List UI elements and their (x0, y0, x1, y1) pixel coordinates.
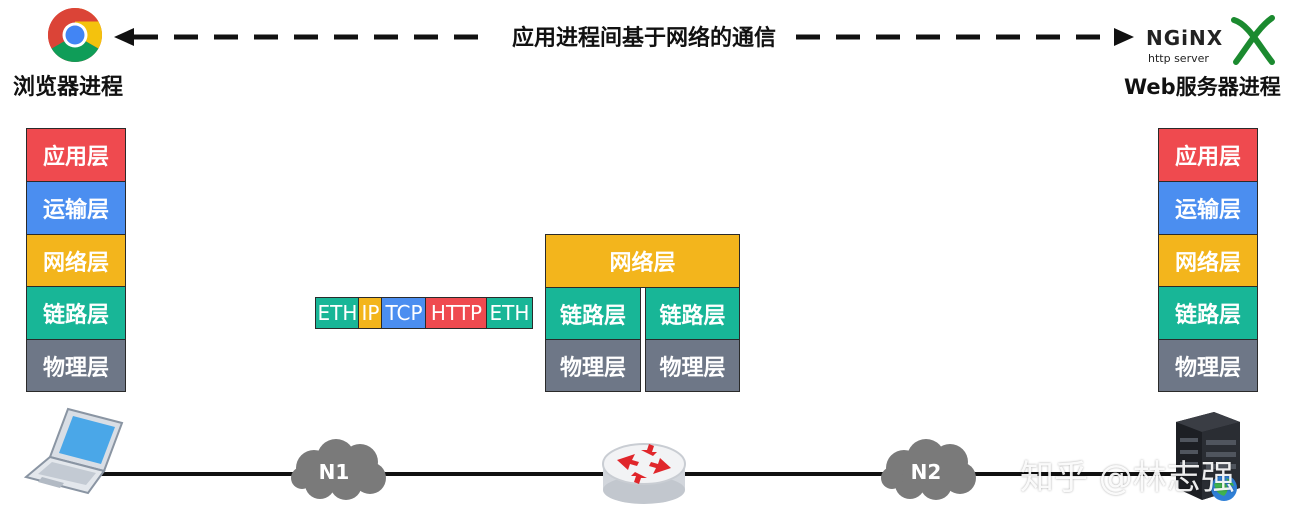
left-physical-layer: 物理层 (26, 339, 126, 392)
packet-ip-header: IP (358, 297, 383, 329)
browser-process-label: 浏览器进程 (13, 75, 124, 100)
cloud-n1-icon (291, 439, 386, 500)
server-icon (1176, 412, 1240, 501)
router-right-physical-layer: 物理层 (645, 339, 740, 392)
left-link-layer: 链路层 (26, 286, 126, 340)
chrome-logo-icon (47, 7, 103, 63)
network-n2-label: N2 (910, 460, 942, 484)
packet-eth-header: ETH (315, 297, 360, 329)
router-left-physical-layer: 物理层 (545, 339, 641, 392)
right-transport-layer: 运输层 (1158, 181, 1258, 235)
router-right-link-layer: 链路层 (645, 287, 740, 340)
router-icon (602, 443, 686, 504)
network-n1-label: N1 (318, 460, 350, 484)
router-network-layer: 网络层 (545, 234, 740, 288)
communication-caption: 应用进程间基于网络的通信 (511, 26, 776, 51)
watermark-text: 知乎 @林志强 (1020, 458, 1235, 498)
left-network-layer: 网络层 (26, 234, 126, 287)
packet-tcp-header: TCP (381, 297, 427, 329)
packet-eth-trailer: ETH (486, 297, 533, 329)
left-application-layer: 应用层 (26, 128, 126, 182)
cloud-n2-icon (881, 439, 976, 500)
laptop-icon (23, 407, 124, 495)
nginx-logo-text: NGiNX (1146, 26, 1224, 50)
packet-http-data: HTTP (425, 297, 488, 329)
web-server-process-label: Web服务器进程 (1124, 75, 1281, 99)
right-application-layer: 应用层 (1158, 128, 1258, 182)
router-left-link-layer: 链路层 (545, 287, 641, 340)
right-physical-layer: 物理层 (1158, 339, 1258, 392)
nginx-logo-subtext: http server (1148, 52, 1209, 65)
right-link-layer: 链路层 (1158, 286, 1258, 340)
communication-arrow (114, 28, 1134, 46)
left-transport-layer: 运输层 (26, 181, 126, 235)
nginx-logo-icon: NGiNX http server (1142, 14, 1282, 70)
right-network-layer: 网络层 (1158, 234, 1258, 287)
